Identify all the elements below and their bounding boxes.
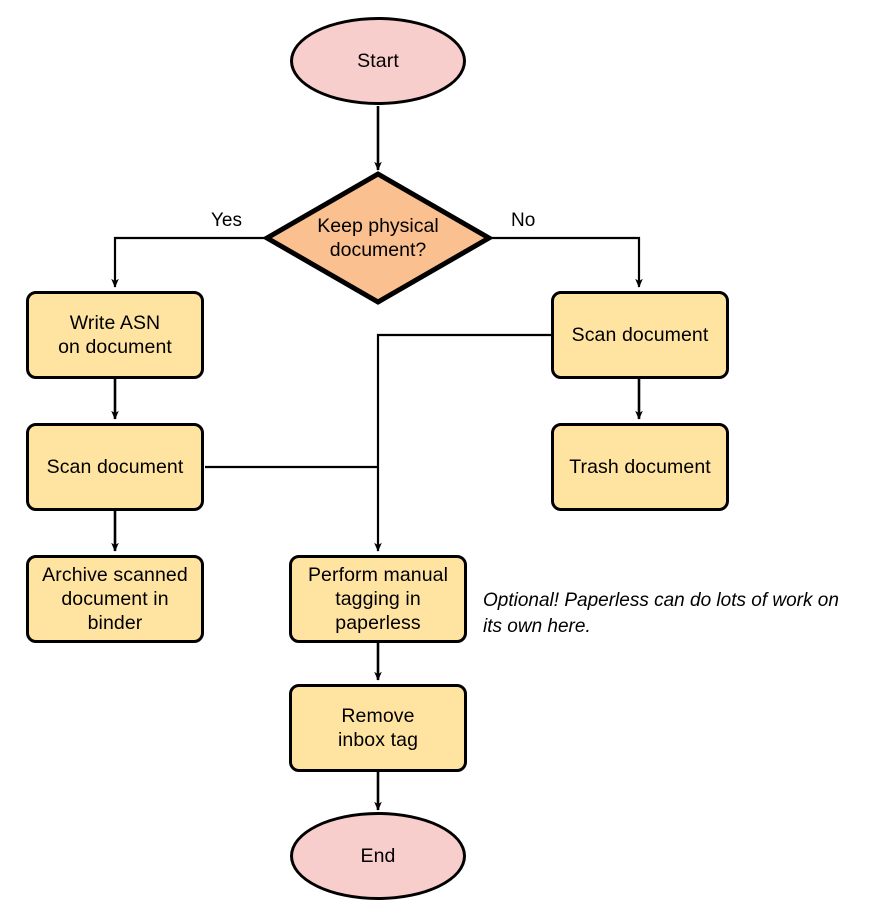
- node-write-asn-on-document[interactable]: Write ASN on document: [26, 291, 204, 379]
- node-trash-document-label: Trash document: [569, 456, 711, 478]
- node-write-asn-line1: Write ASN: [69, 312, 161, 334]
- node-remove-inbox-line1: Remove: [341, 705, 415, 727]
- node-decision-label-line2: document?: [329, 239, 427, 261]
- node-decision-label-line1: Keep physical: [317, 215, 439, 237]
- node-remove-inbox-tag[interactable]: Remove inbox tag: [289, 684, 467, 772]
- node-remove-inbox-label: Remove inbox tag: [338, 704, 418, 752]
- node-decision-label: Keep physical document?: [264, 171, 492, 305]
- edge-label-no: No: [508, 210, 539, 232]
- annotation-optional-note-line1: Optional! Paperless can do lots of work …: [483, 590, 839, 611]
- edge-label-yes: Yes: [208, 210, 245, 232]
- node-remove-inbox-line2: inbox tag: [337, 729, 419, 751]
- node-archive-label: Archive scanned document in binder: [42, 563, 188, 635]
- edge-decision-no-to-scan-right: [491, 236, 643, 288]
- node-write-asn-line2: on document: [58, 336, 172, 358]
- node-tagging-line3: paperless: [335, 612, 421, 634]
- node-archive-line1: Archive scanned: [42, 564, 188, 586]
- node-scan-document-left[interactable]: Scan document: [26, 423, 204, 511]
- node-scan-document-right[interactable]: Scan document: [551, 291, 729, 379]
- node-start-label: Start: [357, 50, 399, 72]
- node-tagging-label: Perform manual tagging in paperless: [308, 563, 448, 635]
- edge-decision-yes-to-write-asn: [111, 236, 265, 288]
- node-scan-document-right-label: Scan document: [571, 324, 709, 346]
- node-start[interactable]: Start: [290, 17, 466, 105]
- node-trash-document[interactable]: Trash document: [551, 423, 729, 511]
- node-tagging-line2: tagging in: [335, 588, 421, 610]
- node-tagging-line1: Perform manual: [307, 564, 449, 586]
- node-write-asn-label: Write ASN on document: [58, 311, 172, 359]
- node-decision-keep-physical-document[interactable]: Keep physical document?: [264, 171, 492, 305]
- annotation-optional-note: Optional! Paperless can do lots of work …: [483, 588, 883, 640]
- node-archive-line2: document in: [61, 588, 169, 610]
- node-scan-document-left-label: Scan document: [46, 456, 184, 478]
- node-end[interactable]: End: [290, 812, 466, 900]
- node-archive-scanned-document[interactable]: Archive scanned document in binder: [26, 555, 204, 643]
- node-perform-manual-tagging[interactable]: Perform manual tagging in paperless: [289, 555, 467, 643]
- node-end-label: End: [360, 845, 396, 867]
- node-archive-line3: binder: [87, 612, 143, 634]
- annotation-optional-note-line2: its own here.: [483, 616, 591, 637]
- diamond-shape-icon: [264, 171, 492, 305]
- edge-scan-right-to-tagging: [374, 333, 551, 552]
